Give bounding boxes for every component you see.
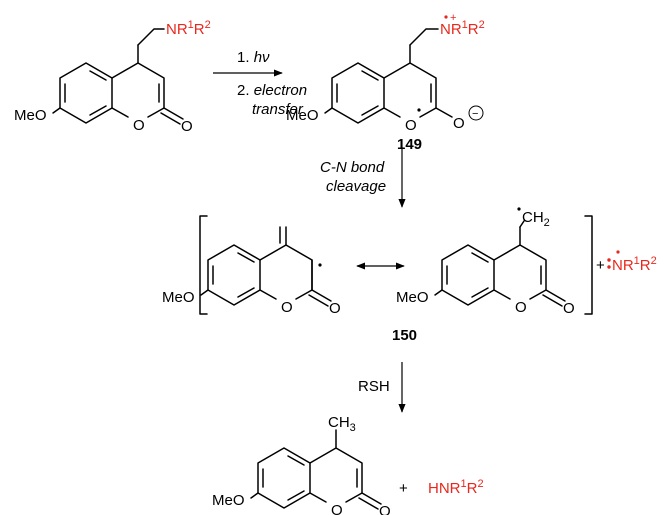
radical-dot-n	[444, 15, 448, 19]
radical-a-ring-oxygen: O	[281, 299, 293, 316]
product-carbonyl-oxygen: O	[379, 503, 391, 515]
radical-dot-c3	[318, 263, 322, 267]
radical-b: CH2 MeO O O	[396, 207, 575, 317]
product-ring-oxygen: O	[331, 502, 343, 515]
byproduct: + HNR1R2	[399, 478, 484, 497]
intermediate-nr-label: NR1R2	[440, 19, 485, 38]
amine-radical-plus: +	[596, 257, 605, 274]
product-ch3-label: CH3	[328, 414, 356, 434]
intermediate-alkoxide-oxygen: O	[453, 115, 465, 132]
amine-radical-dot	[616, 250, 620, 254]
step1-condition-1: 1. hν	[237, 49, 270, 66]
radical-dot-ring	[417, 108, 421, 112]
amine-lone-pair-bottom	[607, 265, 611, 269]
step3-arrow: RSH	[358, 362, 406, 413]
radical-a-methoxy-label: MeO	[162, 289, 195, 306]
radical-b-ring-oxygen: O	[515, 299, 527, 316]
compound-150-label: 150	[392, 327, 417, 344]
product-molecule: CH3 MeO O O	[212, 414, 391, 515]
step1-arrow: 1. hν 2. electron transfer	[213, 49, 307, 118]
intermediate-methoxy-label: MeO	[286, 107, 319, 124]
intermediate-ring-oxygen: O	[405, 117, 417, 134]
amine-lone-pair-top	[607, 258, 611, 262]
step1-condition-2: 2. electron	[237, 82, 307, 99]
start-carbonyl-oxygen: O	[181, 118, 193, 135]
radical-a: MeO O O	[162, 226, 341, 317]
intermediate-149: NR1R2 + MeO O O − 149	[286, 12, 485, 153]
radical-b-ch2-label: CH2	[522, 209, 550, 229]
radical-a-carbonyl-oxygen: O	[329, 300, 341, 317]
step2-condition-1: C-N bond	[320, 159, 385, 176]
negative-charge: −	[472, 108, 478, 120]
amine-radical-label: NR1R2	[612, 255, 657, 274]
start-nr-label: NR1R2	[166, 19, 211, 38]
radical-b-methoxy-label: MeO	[396, 289, 429, 306]
start-ring-oxygen: O	[133, 117, 145, 134]
step2-arrow: C-N bond cleavage	[320, 147, 406, 208]
right-bracket	[584, 215, 593, 315]
product-methoxy-label: MeO	[212, 492, 245, 509]
byproduct-plus: +	[399, 480, 408, 497]
start-molecule: NR1R2 MeO O O	[14, 19, 211, 135]
amine-radical: + NR1R2	[596, 250, 657, 274]
step2-condition-2: cleavage	[326, 178, 386, 195]
start-methoxy-label: MeO	[14, 107, 47, 124]
compound-149-label: 149	[397, 136, 422, 153]
radical-cation-charge: +	[450, 12, 456, 24]
left-bracket	[199, 215, 208, 315]
step3-condition: RSH	[358, 378, 390, 395]
negative-charge-circle	[468, 105, 484, 121]
step1-condition-3: transfer	[252, 101, 304, 118]
byproduct-amine-label: HNR1R2	[428, 478, 484, 497]
radical-dot-ch2	[517, 207, 521, 211]
radical-b-carbonyl-oxygen: O	[563, 300, 575, 317]
